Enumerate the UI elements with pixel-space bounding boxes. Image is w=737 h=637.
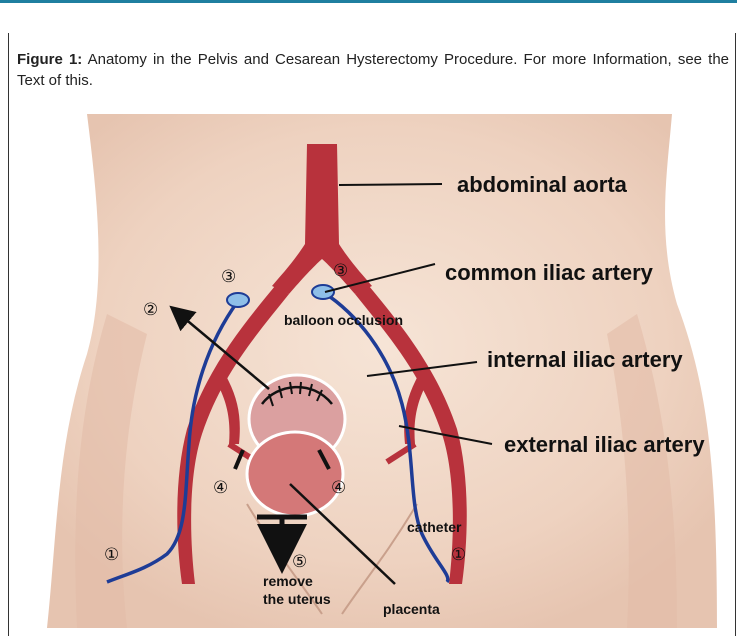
caption-text: Anatomy in the Pelvis and Cesarean Hyste… — [17, 51, 729, 89]
marker-1-right: ① — [451, 545, 466, 565]
label-abdominal-aorta: abdominal aorta — [457, 172, 628, 197]
marker-4-right: ④ — [331, 478, 346, 498]
top-rule — [0, 0, 737, 3]
marker-1-left: ① — [104, 545, 119, 565]
label-catheter: catheter — [407, 519, 462, 535]
anatomy-illustration: abdominal aorta common iliac artery inte… — [17, 114, 729, 628]
marker-4-left: ④ — [213, 478, 228, 498]
label-remove-uterus-line2: the uterus — [263, 591, 331, 607]
marker-2: ② — [143, 300, 158, 320]
caption-label: Figure 1: — [17, 51, 82, 68]
label-internal-iliac-artery: internal iliac artery — [487, 347, 683, 372]
label-common-iliac-artery: common iliac artery — [445, 260, 654, 285]
marker-3-right: ③ — [333, 261, 348, 281]
figure-caption: Figure 1: Anatomy in the Pelvis and Cesa… — [17, 49, 729, 91]
leader-abdominal-aorta — [339, 184, 442, 185]
pelvis-diagram-svg: abdominal aorta common iliac artery inte… — [17, 114, 729, 628]
right-balloon — [312, 285, 334, 299]
label-balloon-occlusion: balloon occlusion — [284, 312, 403, 328]
marker-5: ⑤ — [292, 552, 307, 572]
marker-3-left: ③ — [221, 267, 236, 287]
label-placenta: placenta — [383, 601, 440, 617]
label-external-iliac-artery: external iliac artery — [504, 432, 705, 457]
label-remove-uterus-line1: remove — [263, 573, 313, 589]
left-balloon — [227, 293, 249, 307]
uterus-lower — [247, 432, 343, 516]
